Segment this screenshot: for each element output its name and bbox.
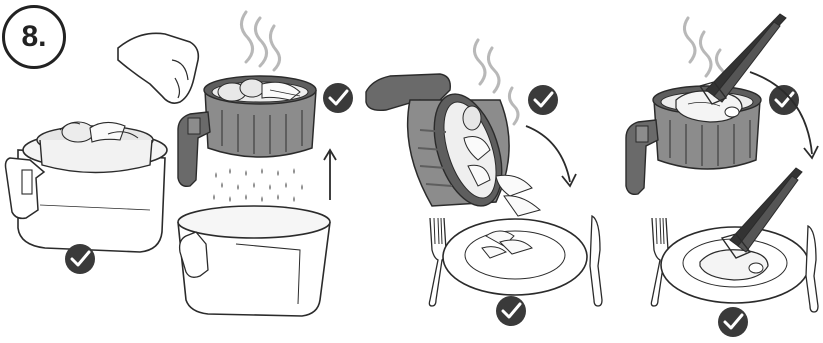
air-fryer-pan-with-basket	[6, 122, 168, 252]
checkmark-icon	[496, 296, 526, 326]
empty-fryer-pan	[178, 206, 330, 316]
curved-arrow-icon	[526, 126, 576, 186]
checkmark-icon	[528, 85, 558, 115]
checkmark-icon	[718, 307, 748, 337]
plate	[443, 219, 587, 295]
checkmark-icon	[769, 85, 799, 115]
tilted-fryer-basket	[366, 74, 540, 216]
steam-icon	[241, 12, 279, 70]
knife-icon	[806, 226, 818, 312]
step-number-badge: 8.	[2, 5, 66, 69]
checkmark-icon	[65, 244, 95, 274]
fryer-basket	[626, 86, 761, 194]
knife-icon	[590, 216, 602, 306]
step-number: 8.	[21, 20, 46, 54]
checkmark-icon	[323, 83, 353, 113]
steak	[676, 91, 742, 122]
fryer-basket	[178, 76, 316, 186]
hand-icon	[118, 33, 198, 103]
up-arrow-icon	[324, 150, 336, 200]
